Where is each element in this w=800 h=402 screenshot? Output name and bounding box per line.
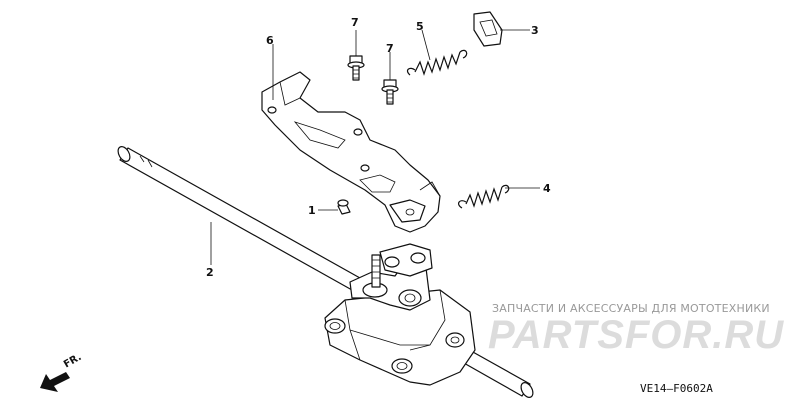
return-spring-upper <box>406 49 468 76</box>
transmission-housing <box>324 243 476 386</box>
callout-3: 3 <box>531 24 539 37</box>
callout-7-left: 7 <box>351 16 359 29</box>
watermark-brand: PARTSFOR.RU <box>488 313 784 357</box>
flange-bolt-left <box>347 55 365 81</box>
callout-4: 4 <box>543 182 551 195</box>
watermark-subtitle: ЗАПЧАСТИ И АКСЕССУАРЫ ДЛЯ МОТОТЕХНИКИ <box>492 302 770 315</box>
callout-2: 2 <box>206 266 214 279</box>
callout-1: 1 <box>308 204 316 217</box>
callout-6: 6 <box>266 34 274 47</box>
callout-7-right: 7 <box>386 42 394 55</box>
bracket-plate <box>261 71 441 233</box>
front-arrow-icon <box>40 372 70 392</box>
callout-5: 5 <box>416 20 424 33</box>
collar-pin <box>337 199 351 215</box>
leader-lines <box>210 29 540 265</box>
retainer-clip <box>473 11 503 47</box>
flange-bolt-right <box>381 79 399 105</box>
shift-shaft <box>117 146 534 398</box>
figure-code: VE14—F0602A <box>640 382 713 395</box>
return-spring-lower <box>458 184 510 209</box>
